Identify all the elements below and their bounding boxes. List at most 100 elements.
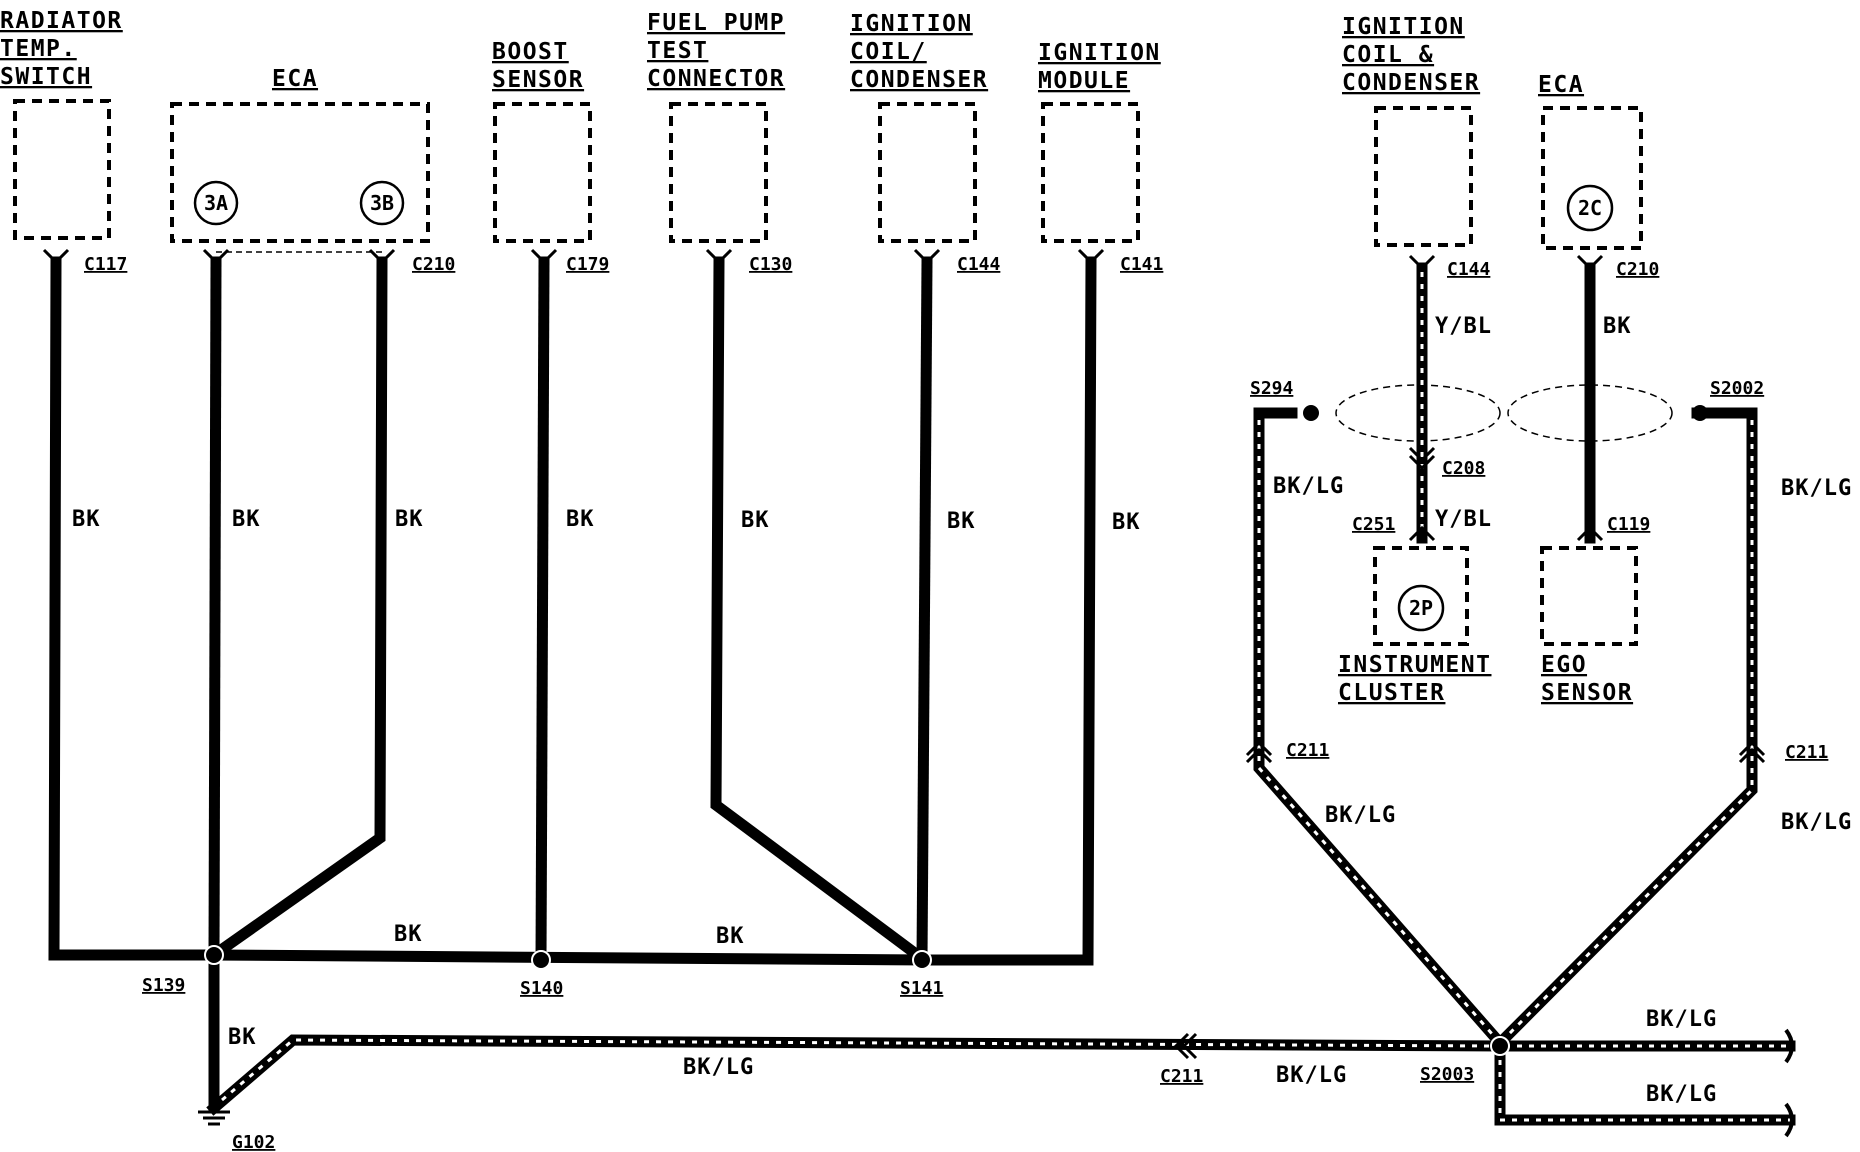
svg-text:CLUSTER: CLUSTER	[1338, 680, 1445, 706]
svg-text:BOOST: BOOST	[492, 39, 569, 65]
svg-text:Y/BL: Y/BL	[1435, 314, 1492, 339]
ignition-module-box	[1041, 102, 1140, 243]
connector-c251: C251	[1352, 514, 1395, 535]
svg-text:TEST: TEST	[647, 38, 708, 64]
wire-boost-sensor	[535, 256, 550, 966]
connector-c130: C130	[749, 254, 792, 275]
boost-sensor-title: BOOST SENSOR	[492, 39, 584, 93]
svg-text:BK: BK	[228, 1025, 257, 1050]
eca-right-title: ECA	[1538, 72, 1584, 98]
svg-text:IGNITION: IGNITION	[1342, 14, 1465, 40]
instrument-cluster-box	[1373, 546, 1469, 646]
svg-text:Y/BL: Y/BL	[1435, 507, 1492, 532]
svg-text:FUEL PUMP: FUEL PUMP	[647, 10, 785, 36]
splice-s141: S141	[900, 978, 943, 999]
svg-text:TEMP.: TEMP.	[0, 36, 77, 62]
ground-g102: G102	[232, 1132, 275, 1152]
radiator-temp-switch-title: RADIATOR TEMP. SWITCH	[0, 8, 121, 90]
ignition-coil-condenser-2-title: IGNITION COIL & CONDENSER	[1342, 14, 1480, 96]
connector-c141: C141	[1120, 254, 1163, 275]
splice-s294: S294	[1250, 378, 1294, 399]
svg-text:CONDENSER: CONDENSER	[850, 67, 988, 93]
connector-c119: C119	[1607, 514, 1650, 535]
svg-text:BK/LG: BK/LG	[1781, 476, 1852, 501]
wire-eca-3b	[206, 256, 388, 963]
splice-s2002: S2002	[1710, 378, 1764, 399]
connector-c211-bottom: C211	[1160, 1066, 1203, 1087]
svg-text:BK/LG: BK/LG	[1646, 1082, 1717, 1107]
connector-c144-right: C144	[1447, 259, 1491, 280]
bk-lg-wires	[206, 407, 1796, 1126]
svg-text:BK/LG: BK/LG	[1273, 474, 1344, 499]
connector-c117: C117	[84, 254, 127, 275]
ignition-coil-condenser-title: IGNITION COIL/ CONDENSER	[850, 11, 988, 93]
svg-text:3A: 3A	[204, 191, 228, 215]
boost-sensor-box	[493, 102, 592, 243]
svg-text:BK: BK	[566, 507, 595, 532]
fuel-pump-test-connector-title: FUEL PUMP TEST CONNECTOR	[647, 10, 785, 92]
wire-ground-bk-lg	[206, 1034, 1506, 1116]
svg-text:BK: BK	[72, 507, 101, 532]
splice-s139: S139	[142, 975, 185, 996]
svg-text:BK: BK	[232, 507, 261, 532]
wire-ignition-module	[916, 256, 1097, 966]
svg-text:BK: BK	[1112, 510, 1141, 535]
bk-wires	[48, 256, 1596, 1114]
svg-text:INSTRUMENT: INSTRUMENT	[1338, 652, 1491, 678]
svg-text:COIL/: COIL/	[850, 39, 927, 65]
svg-text:BK: BK	[741, 508, 770, 533]
cluster-pin-2p: 2P	[1397, 584, 1445, 632]
wire-splice-bus	[208, 949, 930, 966]
shield-right	[1507, 384, 1673, 442]
ignition-coil-condenser-box	[878, 102, 977, 243]
connector-c179: C179	[566, 254, 609, 275]
ego-sensor-box	[1540, 546, 1638, 646]
connector-c210: C210	[412, 254, 455, 275]
connector-c208: C208	[1442, 458, 1485, 479]
svg-text:SENSOR: SENSOR	[492, 67, 584, 93]
svg-text:BK: BK	[394, 922, 423, 947]
svg-text:BK/LG: BK/LG	[1276, 1063, 1347, 1088]
svg-text:SWITCH: SWITCH	[0, 64, 92, 90]
radiator-temp-switch-box	[13, 99, 111, 240]
shield-left	[1335, 384, 1501, 442]
svg-text:2C: 2C	[1578, 196, 1602, 220]
svg-text:2P: 2P	[1409, 596, 1433, 620]
instrument-cluster-title: INSTRUMENT CLUSTER	[1338, 652, 1491, 706]
eca-pin-3b: 3B	[359, 180, 405, 226]
wire-eca-3a	[208, 256, 222, 961]
svg-text:BK: BK	[395, 507, 424, 532]
connector-c211-right: C211	[1785, 742, 1828, 763]
connector-c210-right: C210	[1616, 259, 1659, 280]
wire-fuel-pump	[710, 256, 932, 968]
svg-text:COIL &: COIL &	[1342, 42, 1434, 68]
fuel-pump-test-connector-box	[669, 102, 768, 243]
wire-shield-right	[1492, 407, 1758, 1051]
svg-text:IGNITION: IGNITION	[1038, 40, 1161, 66]
eca-pin-3a: 3A	[193, 180, 239, 226]
wire-bk-lg-out-bottom	[1494, 1040, 1796, 1126]
svg-text:BK: BK	[947, 509, 976, 534]
svg-text:CONNECTOR: CONNECTOR	[647, 66, 785, 92]
svg-text:IGNITION: IGNITION	[850, 11, 973, 37]
svg-text:BK/LG: BK/LG	[1646, 1007, 1717, 1032]
splice-s2003: S2003	[1420, 1064, 1474, 1085]
svg-text:BK/LG: BK/LG	[683, 1055, 754, 1080]
connector-c211-left: C211	[1286, 740, 1329, 761]
break-marks	[1784, 1028, 1794, 1138]
connector-forks	[42, 248, 1766, 1060]
eca-title: ECA	[272, 66, 318, 92]
svg-text:BK: BK	[1603, 314, 1632, 339]
svg-text:SENSOR: SENSOR	[1541, 680, 1633, 706]
svg-text:CONDENSER: CONDENSER	[1342, 70, 1480, 96]
svg-text:BK/LG: BK/LG	[1325, 803, 1396, 828]
ignition-coil-condenser-2-box	[1374, 106, 1473, 247]
svg-text:BK: BK	[716, 924, 745, 949]
eca-pin-2c: 2C	[1566, 184, 1614, 232]
wire-radiator-switch	[48, 256, 221, 961]
connector-c144: C144	[957, 254, 1001, 275]
ego-sensor-title: EGO SENSOR	[1541, 652, 1633, 706]
wire-coil-1	[916, 256, 933, 966]
svg-text:EGO: EGO	[1541, 652, 1587, 678]
